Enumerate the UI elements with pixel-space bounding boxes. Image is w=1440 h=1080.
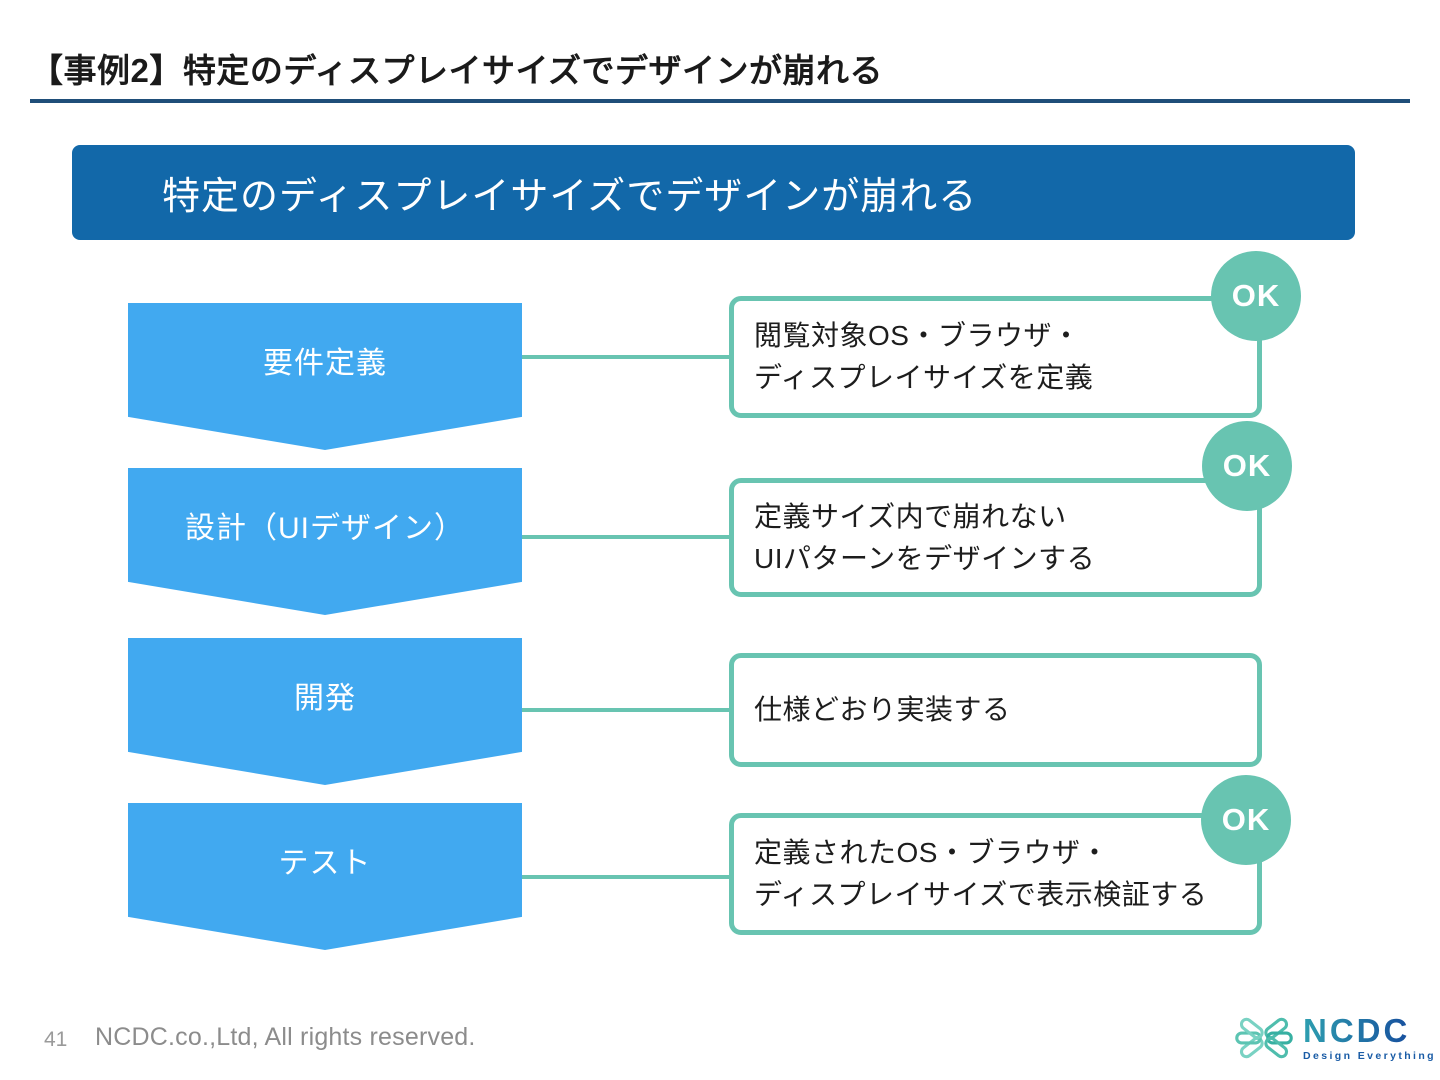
connector-line-1 (522, 355, 734, 359)
ncdc-clover-icon (1235, 1017, 1293, 1059)
step-test-label: テスト (278, 847, 372, 880)
desc-box-development: 仕様どおり実装する (729, 653, 1262, 767)
step-development-label: 開発 (294, 682, 356, 715)
step-requirements: 要件定義 (128, 303, 522, 450)
issue-banner-label: 特定のディスプレイサイズでデザインが崩れる (162, 176, 978, 218)
desc-box-requirements: 閲覧対象OS・ブラウザ・ ディスプレイサイズを定義 (729, 296, 1262, 418)
step-design-label: 設計（UIデザイン） (185, 512, 465, 545)
step-test: テスト (128, 803, 522, 950)
ok-badge-requirements: OK (1211, 251, 1301, 341)
step-design: 設計（UIデザイン） (128, 468, 522, 615)
desc-box-design: 定義サイズ内で崩れない UIパターンをデザインする (729, 478, 1262, 597)
issue-banner: 特定のディスプレイサイズでデザインが崩れる (72, 145, 1355, 240)
title-underline (30, 99, 1410, 103)
ncdc-logo-tagline: Design Everything (1303, 1050, 1436, 1062)
ncdc-logo-name: NCDC (1303, 1012, 1411, 1049)
page-number: 41 (44, 1028, 68, 1051)
ncdc-logo: NCDC Design Everything (1233, 1012, 1436, 1064)
ok-badge-test: OK (1201, 775, 1291, 865)
step-development: 開発 (128, 638, 522, 785)
desc-text-test: 定義されたOS・ブラウザ・ ディスプレイサイズで表示検証する (754, 837, 1208, 910)
desc-text-design: 定義サイズ内で崩れない UIパターンをデザインする (754, 500, 1096, 574)
desc-text-requirements: 閲覧対象OS・ブラウザ・ ディスプレイサイズを定義 (754, 320, 1094, 393)
connector-line-4 (522, 875, 734, 879)
copyright-text: NCDC.co.,Ltd, All rights reserved. (95, 1023, 476, 1051)
desc-text-development: 仕様どおり実装する (754, 694, 1011, 725)
connector-line-2 (522, 535, 734, 539)
desc-box-test: 定義されたOS・ブラウザ・ ディスプレイサイズで表示検証する (729, 813, 1262, 935)
ok-badge-design: OK (1202, 421, 1292, 511)
connector-line-3 (522, 708, 734, 712)
page-title: 【事例2】特定のディスプレイサイズでデザインが崩れる (30, 52, 884, 89)
step-requirements-label: 要件定義 (263, 347, 387, 380)
